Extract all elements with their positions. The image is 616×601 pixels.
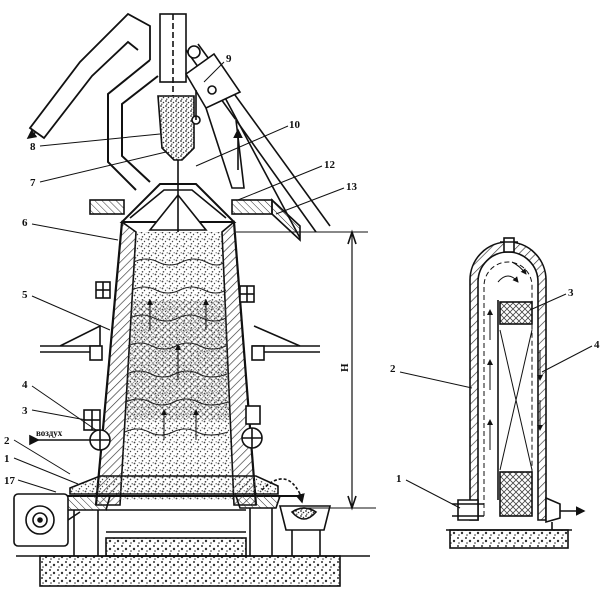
- callout-2: 2: [4, 435, 10, 447]
- left-leaders: [13, 61, 345, 493]
- callout-12: 12: [324, 159, 336, 171]
- skip-hoist: [184, 43, 331, 239]
- top-inlet: [503, 237, 515, 253]
- exhaust-duct: [107, 59, 151, 191]
- kiln-diagram: [13, 12, 376, 587]
- callout-5: 5: [22, 289, 28, 301]
- right-leaders: [399, 293, 593, 509]
- mid-platform: [40, 324, 101, 347]
- bottom-inlet: [457, 499, 479, 521]
- bottom-packing: [499, 471, 533, 517]
- column-base: [449, 529, 569, 549]
- column-callout-2: 2: [390, 363, 396, 375]
- bottom-outlet: [545, 496, 561, 524]
- column-callout-3: 3: [568, 287, 574, 299]
- feed-hopper: [157, 95, 195, 161]
- callout-6: 6: [22, 217, 28, 229]
- callout-1: 1: [4, 453, 10, 465]
- column-diagram: [446, 237, 586, 549]
- callout-17: 17: [4, 475, 16, 487]
- air-inlet-label: воздух: [36, 428, 63, 438]
- callout-10: 10: [289, 119, 301, 131]
- gas-flow-arrows: [147, 299, 209, 440]
- callout-13: 13: [346, 181, 358, 193]
- callout-7: 7: [30, 177, 36, 189]
- discharge-right: [235, 495, 281, 509]
- discharge-table: [69, 475, 279, 495]
- charge-layers: [124, 258, 229, 436]
- callout-3: 3: [22, 405, 28, 417]
- top-platform-right: [231, 199, 273, 215]
- column-shell: [469, 241, 547, 521]
- column-callout-4: 4: [594, 339, 600, 351]
- top-packing: [499, 301, 533, 325]
- column-callout-1: 1: [396, 473, 402, 485]
- callout-4: 4: [22, 379, 28, 391]
- column-flow-arrows: [487, 261, 543, 450]
- kiln-foundation: [39, 555, 341, 587]
- callout-8: 8: [30, 141, 36, 153]
- top-platform-left: [89, 199, 125, 215]
- callout-9: 9: [226, 53, 232, 65]
- kiln-base-slab: [105, 537, 247, 557]
- height-label: H: [339, 363, 351, 372]
- exhaust-pipe: [28, 12, 151, 140]
